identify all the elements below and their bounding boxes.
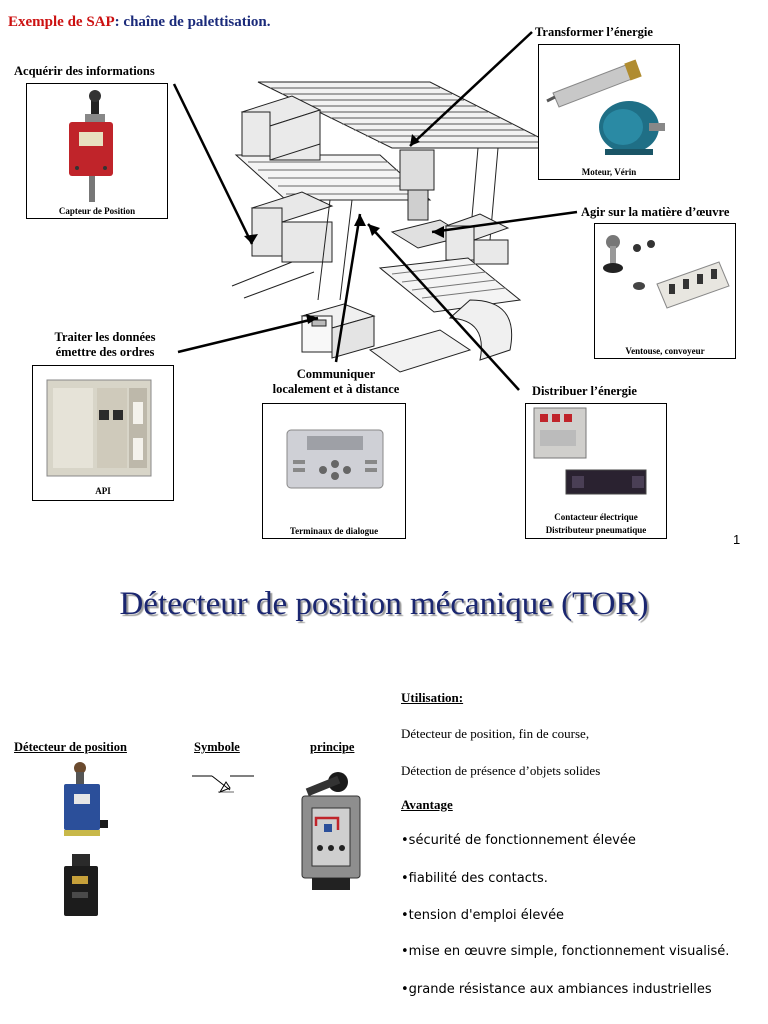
slide1-title-part2: : chaîne de palettisation. <box>114 14 271 30</box>
avantage-item-5: •grande résistance aux ambiances industr… <box>401 982 712 997</box>
moteur-box: Moteur, Vérin <box>538 44 680 180</box>
col-principe-heading: principe <box>310 740 355 754</box>
contacteur-box: Contacteur électrique Distributeur pneum… <box>525 403 667 539</box>
label-communiquer-line1: Communiquer <box>296 367 376 381</box>
avantage-item-2: •fiabilité des contacts. <box>401 871 548 886</box>
switch-symbol <box>192 775 254 794</box>
plc-image <box>46 379 152 477</box>
avantage-item-4: •mise en œuvre simple, fonctionnement vi… <box>401 944 730 959</box>
slide1-title-part1: Exemple de SAP <box>8 14 115 30</box>
utilisation-item-1: Détecteur de position, fin de course, <box>401 726 590 741</box>
suction-cup-conveyor-image <box>603 235 730 309</box>
utilisation-heading: Utilisation: <box>401 690 464 705</box>
slide1-title: Exemple de SAP: chaîne de palettisation. <box>8 14 271 31</box>
motor-cylinder-image <box>546 59 665 155</box>
col-detecteur-heading: Détecteur de position <box>14 740 127 754</box>
utilisation-item-2: Détection de présence d’objets solides <box>401 763 601 778</box>
ventouse-box: Ventouse, convoyeur <box>594 223 736 359</box>
label-communiquer: Communiquer localement et à distance <box>250 367 422 397</box>
slide2-title: Détecteur de position mécanique (TOR) <box>119 586 649 622</box>
label-acquerir: Acquérir des informations <box>14 64 155 78</box>
avantage-heading: Avantage <box>401 797 453 812</box>
principle-diagram <box>301 772 361 890</box>
capteur-caption: Capteur de Position <box>58 206 136 216</box>
label-transformer: Transformer l’énergie <box>535 25 653 39</box>
terminaux-box: Terminaux de dialogue <box>262 403 406 539</box>
label-traiter-line2: émettre des ordres <box>55 345 155 359</box>
pointer-lines <box>172 31 578 391</box>
detector-photo-black <box>64 854 98 916</box>
contacteur-caption-line2: Distributeur pneumatique <box>545 525 647 535</box>
capteur-box: Capteur de Position <box>26 83 168 219</box>
label-traiter: Traiter les données émettre des ordres <box>40 330 170 360</box>
label-agir: Agir sur la matière d’œuvre <box>581 205 730 219</box>
terminaux-caption: Terminaux de dialogue <box>289 526 379 536</box>
page-number: 1 <box>733 532 741 547</box>
machine-drawing <box>231 81 561 373</box>
position-sensor-image <box>69 90 113 202</box>
api-caption: API <box>95 486 111 496</box>
ventouse-caption: Ventouse, convoyeur <box>625 346 705 356</box>
moteur-caption: Moteur, Vérin <box>581 167 637 177</box>
contacteur-caption-line1: Contacteur électrique <box>554 512 638 522</box>
label-traiter-line1: Traiter les données <box>54 330 156 344</box>
detector-photo-blue <box>64 762 108 836</box>
label-communiquer-line2: localement et à distance <box>272 382 400 396</box>
avantage-item-1: •sécurité de fonctionnement élevée <box>401 833 636 848</box>
contactor-valve-image <box>533 407 647 495</box>
palletizing-line-illustration <box>172 31 578 391</box>
avantage-item-3: •tension d'emploi élevée <box>401 908 565 923</box>
api-box: API <box>32 365 174 501</box>
label-distribuer: Distribuer l’énergie <box>532 384 637 398</box>
col-symbole-heading: Symbole <box>194 740 240 754</box>
hmi-terminal-image <box>286 429 384 489</box>
